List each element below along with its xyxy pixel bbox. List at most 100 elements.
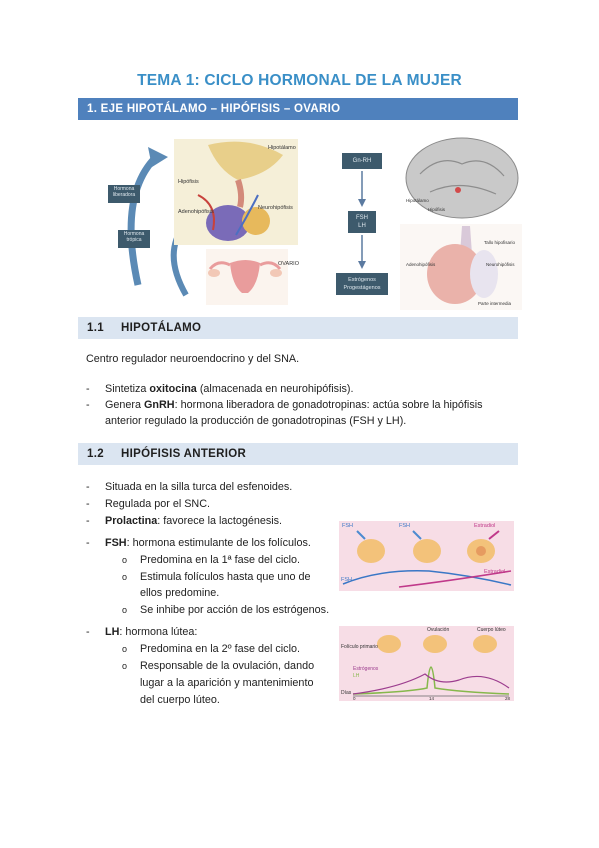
flow-label-gnrh: Gn-RH	[352, 158, 372, 164]
item-bold: FSH	[105, 537, 127, 549]
paragraph-intro: Centro regulador neuroendocrino y del SN…	[86, 353, 300, 365]
flow-box-fsh	[348, 211, 376, 233]
follicle-lh-2	[423, 635, 447, 653]
dash-bullet: -	[86, 498, 90, 510]
neurohypophysis-gland	[470, 250, 498, 298]
lh-label-cuerpo-luteo: Cuerpo lúteo	[477, 627, 506, 633]
dash-bullet: -	[86, 515, 90, 527]
brain-shape	[405, 137, 519, 219]
circle-bullet: o	[122, 555, 128, 565]
brain-graphic	[400, 137, 522, 310]
lh-label-estrogenos: Estrógenos	[353, 666, 379, 672]
hypothalamus-dot	[455, 187, 461, 193]
box-tropica: Hormona trópica	[118, 230, 150, 248]
subheading-hipofisis: 1.2 HIPÓFISIS ANTERIOR	[78, 443, 518, 465]
item-text: Sintetiza	[105, 383, 150, 395]
label-neurohipofisis: Neurohipófisis	[258, 205, 293, 211]
lh-label-ovulacion: Ovulación	[427, 627, 450, 633]
uterus-shape	[230, 260, 260, 293]
hypothalamus-shape	[208, 141, 283, 180]
stalk-shape	[235, 179, 245, 208]
lh-figure: Ovulación Cuerpo lúteo Folículo primario…	[339, 626, 514, 701]
page-title: TEMA 1: CICLO HORMONAL DE LA MUJER	[137, 72, 462, 89]
estradiol-label-1: Estradiol	[474, 523, 496, 529]
circle-bullet: o	[122, 644, 128, 654]
brain-label-hipofisis: Hipófisis	[428, 207, 446, 212]
lh-label-lh: LH	[353, 673, 360, 679]
fsh-curve	[342, 570, 512, 586]
estrogen-curve	[352, 673, 510, 695]
subheading-label: HIPOTÁLAMO	[121, 322, 202, 334]
follicle-lh-1	[377, 635, 401, 653]
item-bold: GnRH	[144, 399, 175, 411]
item-text: Genera	[105, 399, 145, 411]
subheading-number: 1.2	[87, 448, 104, 460]
follicle-dot	[476, 546, 486, 556]
curved-arrow-big	[127, 154, 159, 286]
dash-bullet: -	[86, 481, 90, 493]
dash-bullet: -	[86, 383, 90, 395]
item-text: : hormona liberadora de gonadotropinas: …	[174, 399, 483, 411]
item-text: (almacenada en neurohipófisis).	[196, 383, 354, 395]
lh-tick-28: 28	[505, 696, 511, 701]
dash-bullet: -	[86, 399, 90, 411]
axis-diagram-graphic	[127, 139, 388, 305]
brain-label-neuro: Neurohipófisis	[486, 262, 515, 267]
follicle-1	[357, 539, 385, 563]
flow-arrowhead-1	[358, 199, 366, 207]
box-liberadora: Hormona liberadora	[108, 185, 140, 203]
brain-label-intermedia: Parte intermedia	[478, 301, 512, 306]
item-text: : hormona estimulante de los folículos.	[126, 537, 311, 549]
tube-right	[259, 261, 282, 270]
brain-label-hipotalamo: Hipotálamo	[406, 198, 429, 203]
lh-graphic	[352, 635, 510, 697]
brain-figure: Hipotálamo Hipófisis Tallo hipofisario A…	[400, 134, 522, 310]
subheading-label: HIPÓFISIS ANTERIOR	[121, 448, 247, 460]
label-ovario: OVARIO	[278, 261, 299, 267]
label-adenohipofisis: Adenohipófisis	[178, 209, 214, 215]
item-text: : favorece la lactogénesis.	[157, 515, 283, 527]
circle-bullet: o	[122, 605, 128, 615]
section-heading-1: 1. EJE HIPOTÁLAMO – HIPÓFISIS – OVARIO	[78, 98, 518, 120]
lh-tick-14: 14	[429, 696, 435, 701]
label-hipofisis: Hipófisis	[178, 179, 199, 185]
dash-bullet: -	[86, 537, 90, 549]
follicle-2	[413, 539, 441, 563]
brain-label-adeno: Adenohipófisis	[406, 262, 436, 267]
adenohypophysis-shape	[206, 205, 250, 241]
ovary-right	[270, 269, 282, 277]
vessel-blue	[235, 194, 259, 236]
fsh-label-1: FSH	[342, 523, 353, 529]
circle-bullet: o	[122, 572, 128, 582]
fsh-label-3: FSH	[341, 577, 352, 583]
item-bold: Prolactina	[105, 515, 158, 527]
arrow-estradiol	[488, 530, 500, 540]
flow-box-estrogens	[336, 273, 388, 295]
neurohypophysis-shape	[242, 207, 270, 235]
tube-left	[208, 261, 231, 270]
ovary-left	[208, 269, 220, 277]
item-bold: LH	[105, 626, 120, 638]
subheading-number: 1.1	[87, 322, 104, 334]
fsh-figure: FSH FSH Estradiol FSH Estradiol	[339, 521, 514, 591]
item-text: : hormona lútea:	[119, 626, 198, 638]
fsh-graphic	[342, 530, 512, 588]
estradiol-curve	[398, 570, 512, 588]
axis-diagram: Hormona liberadora Hormona trópica Hipot…	[108, 135, 398, 307]
follicle-lh-3	[473, 635, 497, 653]
flow-label-fsh: FSH LH	[356, 215, 368, 229]
lh-label-foliculo: Folículo primario	[341, 644, 378, 650]
arrow-fsh-2	[412, 530, 422, 540]
arrow-head-big	[148, 147, 168, 167]
item-bold: oxitocina	[149, 383, 197, 395]
subheading-hipotalamo: 1.1 HIPOTÁLAMO	[78, 317, 518, 339]
brain-label-tallo: Tallo hipofisario	[484, 240, 516, 245]
fsh-label-2: FSH	[399, 523, 410, 529]
flow-box-gnrh	[342, 153, 382, 169]
brain-folds	[419, 160, 505, 195]
adenohypophysis-gland	[427, 244, 483, 304]
flow-arrowhead-2	[358, 261, 366, 269]
dash-bullet: -	[86, 626, 90, 638]
circle-bullet: o	[122, 661, 128, 671]
lh-tick-0: 0	[353, 696, 356, 701]
